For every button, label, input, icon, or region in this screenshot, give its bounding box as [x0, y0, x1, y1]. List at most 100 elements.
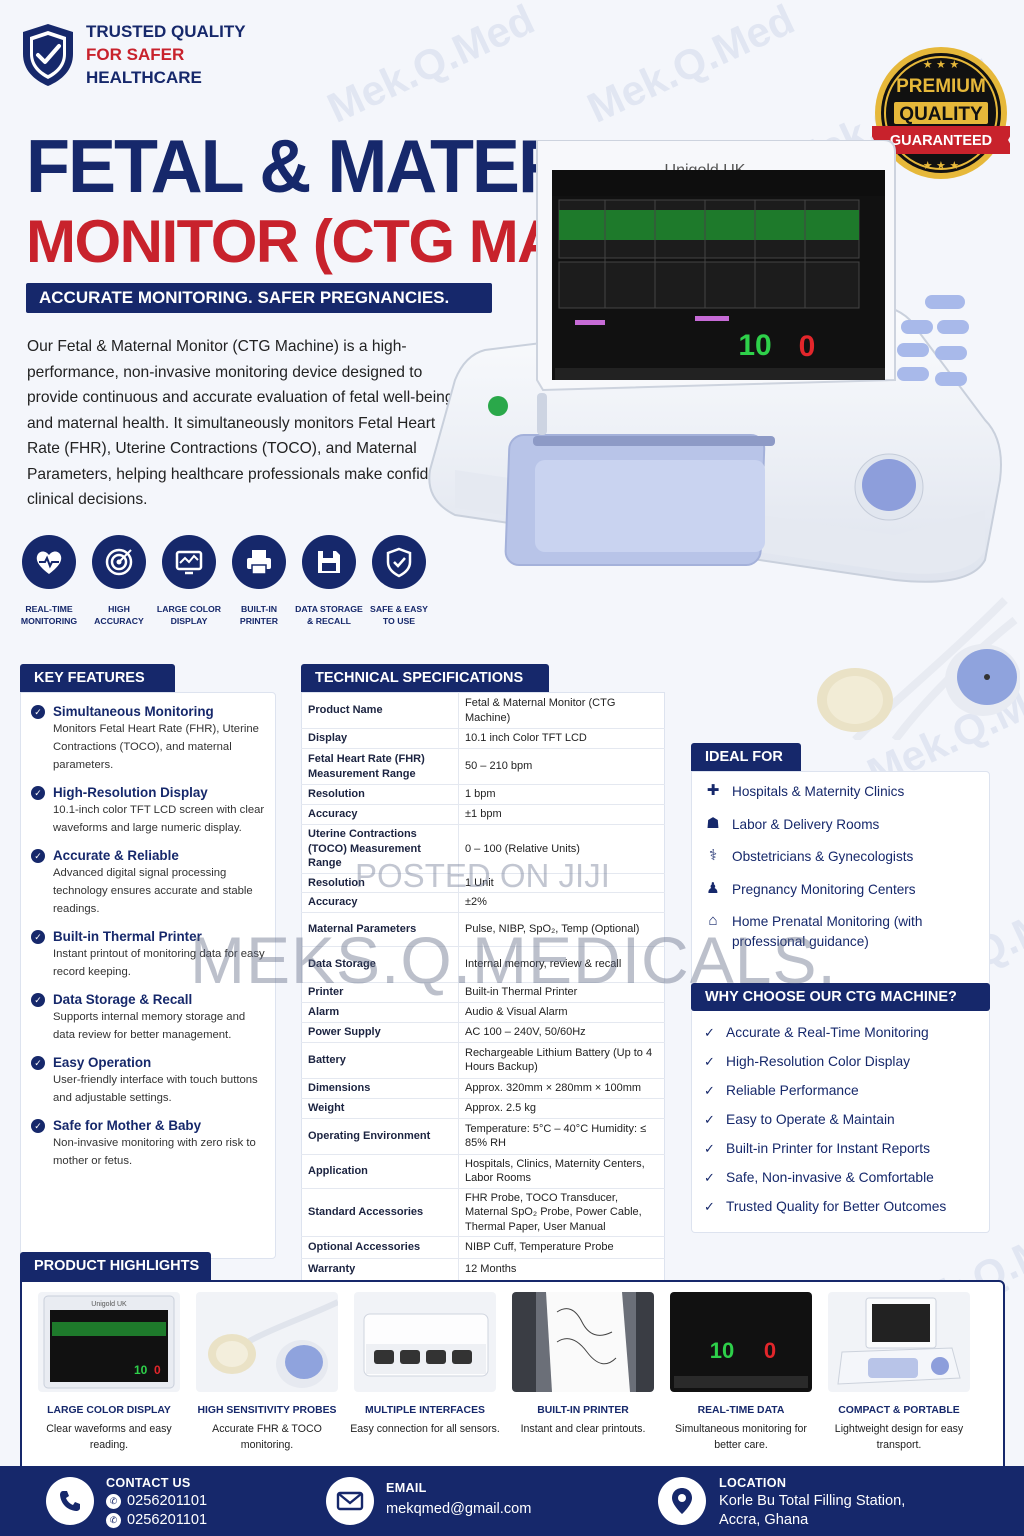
spec-value: Built-in Thermal Printer: [458, 982, 665, 1003]
highlight-desc: Simultaneous monitoring for better care.: [675, 1423, 807, 1451]
device-fhr-value: 10: [738, 329, 771, 362]
contact-label: CONTACT US: [106, 1476, 191, 1490]
why-choose-text: High-Resolution Color Display: [726, 1054, 911, 1069]
highlight-rt-toco: 0: [764, 1338, 776, 1363]
badge-line-1: PREMIUM: [896, 76, 986, 97]
spec-value: 1 bpm: [458, 784, 665, 805]
spec-key: Application: [301, 1154, 459, 1189]
email-link[interactable]: mekqmed@gmail.com: [386, 1501, 532, 1517]
highlight-rt-fhr: 10: [710, 1338, 734, 1363]
why-choose-text: Trusted Quality for Better Outcomes: [726, 1199, 947, 1214]
key-feature-desc: Supports internal memory storage and dat…: [53, 1011, 246, 1041]
spec-key: Printer: [301, 982, 459, 1003]
target-icon: [105, 548, 133, 576]
badge-line-3: GUARANTEED: [890, 133, 992, 149]
highlight-desc: Easy connection for all sensors.: [350, 1423, 500, 1435]
key-feature-title: Simultaneous Monitoring: [53, 704, 214, 719]
spec-key: Data Storage: [301, 946, 459, 983]
check-circle-icon: ✓: [31, 1056, 45, 1070]
spec-value: Approx. 2.5 kg: [458, 1098, 665, 1119]
why-choose-text: Easy to Operate & Maintain: [726, 1112, 895, 1127]
phone-row[interactable]: ✆ 0256201101: [106, 1512, 207, 1528]
highlight-item: 10 0 REAL-TIME DATA Simultaneous monitor…: [662, 1292, 820, 1486]
tagline-banner: ACCURATE MONITORING. SAFER PREGNANCIES.: [26, 283, 492, 313]
spec-value: FHR Probe, TOCO Transducer, Maternal SpO…: [458, 1188, 665, 1237]
checkmark-icon: ✓: [704, 1112, 715, 1127]
spec-value: ±1 bpm: [458, 804, 665, 825]
check-circle-icon: ✓: [31, 849, 45, 863]
highlight-desc: Instant and clear printouts.: [520, 1423, 646, 1435]
spec-value: Approx. 320mm × 280mm × 100mm: [458, 1078, 665, 1099]
spec-value: Rechargeable Lithium Battery (Up to 4 Ho…: [458, 1042, 665, 1079]
watermark-brand: Mek.Q.Med: [580, 0, 802, 132]
highlight-desc: Lightweight design for easy transport.: [834, 1423, 964, 1451]
spec-value: 1 Unit: [458, 873, 665, 893]
spec-key: Operating Environment: [301, 1118, 459, 1155]
highlight-title: LARGE COLOR DISPLAY: [47, 1405, 171, 1416]
phone-number[interactable]: 0256201101: [127, 1512, 208, 1528]
highlight-item: COMPACT & PORTABLE Lightweight design fo…: [820, 1292, 978, 1486]
highlight-item: MULTIPLE INTERFACES Easy connection for …: [346, 1292, 504, 1486]
email-label: EMAIL: [386, 1481, 427, 1495]
why-choose-item: ✓ Easy to Operate & Maintain: [704, 1110, 977, 1130]
trust-line-2: FOR SAFER: [86, 45, 185, 64]
feature-icon-label: LARGE COLOR: [156, 604, 222, 614]
ideal-for-text: Pregnancy Monitoring Centers: [732, 881, 916, 897]
why-choose-item: ✓High-Resolution Color Display: [704, 1052, 977, 1072]
feature-icon-label: MONITORING: [20, 616, 78, 626]
why-choose-text: Accurate & Real-Time Monitoring: [726, 1025, 929, 1040]
svg-text:★ ★ ★: ★ ★ ★: [923, 58, 960, 71]
email-icon: [326, 1477, 374, 1525]
spec-key: Battery: [301, 1042, 459, 1079]
spec-key: Power Supply: [301, 1022, 459, 1043]
key-feature-title: Safe for Mother & Baby: [53, 1118, 202, 1133]
checkmark-icon: ✓: [704, 1199, 715, 1214]
phone-row[interactable]: ✆ 0256201101: [106, 1493, 207, 1509]
highlight-title: HIGH SENSITIVITY PROBES: [197, 1405, 337, 1416]
highlight-brand: Unigold UK: [91, 1301, 127, 1308]
spec-value: Hospitals, Clinics, Maternity Centers, L…: [458, 1154, 665, 1189]
spec-row: Uterine Contractions (TOCO) Measurement …: [301, 824, 665, 874]
nurse-icon: ☗: [706, 814, 720, 832]
why-choose-text: Built-in Printer for Instant Reports: [726, 1141, 930, 1156]
ideal-for-text: Hospitals & Maternity Clinics: [732, 784, 905, 799]
key-feature-title: High-Resolution Display: [53, 785, 208, 800]
key-feature-desc: Instant printout of monitoring data for …: [53, 948, 265, 978]
ideal-for-item: ⚕Obstetricians & Gynecologists: [704, 847, 979, 867]
key-feature-title: Accurate & Reliable: [53, 848, 179, 863]
spec-value: 10.1 inch Color TFT LCD: [458, 728, 665, 749]
location-pin-icon: [658, 1477, 706, 1525]
stethoscope-icon: ⚕: [708, 847, 718, 864]
highlight-compact-image: [828, 1292, 970, 1392]
key-feature-desc: Monitors Fetal Heart Rate (FHR), Uterine…: [53, 723, 259, 771]
printer-icon: [247, 550, 271, 575]
spec-value: AC 100 – 240V, 50/60Hz: [458, 1022, 665, 1043]
spec-key: Resolution: [301, 784, 459, 805]
feature-icon-label: SAFE & EASY: [370, 604, 428, 614]
highlight-item: BUILT-IN PRINTER Instant and clear print…: [504, 1292, 662, 1486]
check-circle-icon: ✓: [31, 993, 45, 1007]
feature-icon-label: ACCURACY: [94, 616, 144, 626]
why-choose-panel: WHY CHOOSE OUR CTG MACHINE? ✓Accurate & …: [691, 983, 990, 1233]
spec-key: Optional Accessories: [301, 1236, 459, 1259]
monitor-icon: [175, 550, 203, 575]
feature-icon-label: DATA STORAGE: [295, 604, 363, 614]
highlight-fhr: 10: [134, 1363, 148, 1377]
phone-number[interactable]: 0256201101: [127, 1493, 208, 1509]
why-choose-item: ✓ Trusted Quality for Better Outcomes: [704, 1197, 977, 1217]
highlight-title: MULTIPLE INTERFACES: [365, 1405, 485, 1416]
home-icon: ⌂: [708, 912, 718, 929]
